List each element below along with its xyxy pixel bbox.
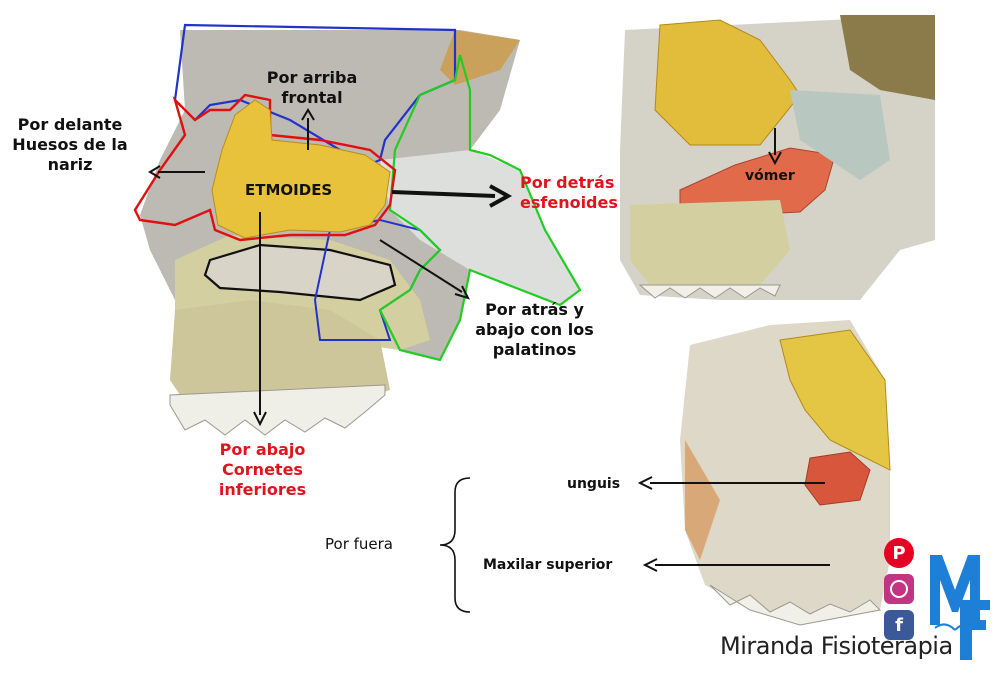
arrow-atras-abajo-head [454, 285, 470, 300]
label-unguis: unguis [567, 476, 621, 492]
etmoides-bone [211, 99, 391, 239]
arrow-vomer-head [768, 151, 782, 166]
pinterest-icon[interactable]: P [884, 538, 914, 568]
arrow-arriba-head [301, 108, 315, 121]
orbit-view-teeth [709, 584, 882, 626]
label-delante: Por delante Huesos de la nariz [0, 115, 140, 175]
label-atras-abajo-line1: Por atrás y [485, 300, 584, 319]
label-fuera: Por fuera [325, 535, 393, 553]
teeth [169, 384, 386, 436]
vomer-view-maxilla [630, 200, 790, 285]
label-abajo-line2: Cornetes [222, 460, 303, 479]
arrow-delante-head [148, 165, 161, 179]
label-delante-line3: nariz [47, 155, 93, 174]
arrows-main [148, 108, 513, 427]
facebook-icon[interactable]: f [884, 610, 914, 640]
caduceus-wings [934, 623, 976, 631]
orbit-view-etmoides [779, 329, 891, 471]
curly-brace [439, 477, 471, 613]
label-vomer: vómer [745, 168, 795, 184]
label-etmoides: ETMOIDES [245, 181, 333, 199]
mf-logo [930, 555, 990, 660]
vomer-view-teeth [638, 284, 781, 299]
label-maxilar: Maxilar superior [483, 557, 613, 573]
label-detras: Por detrás esfenoides [520, 173, 618, 213]
label-arriba-line2: frontal [281, 88, 343, 107]
occipital-bone [840, 15, 935, 100]
red-outline [133, 93, 397, 242]
label-delante-line1: Por delante [17, 115, 123, 134]
instagram-icon[interactable] [884, 574, 914, 604]
sphenoid-small [790, 90, 890, 180]
vomer-view [620, 15, 935, 300]
label-delante-line2: Huesos de la [12, 135, 128, 154]
instagram-lens [890, 580, 908, 598]
label-abajo-line3: inferiores [218, 480, 307, 499]
label-detras-line1: Por detrás [520, 173, 615, 192]
cornete-outline [203, 243, 397, 302]
logo-m [930, 555, 980, 625]
label-arriba-line1: Por arriba [266, 68, 358, 87]
logo-f [960, 600, 990, 660]
label-atras-abajo-line2: abajo con los [475, 320, 594, 339]
parietal-bone [440, 30, 520, 85]
arrow-detras-head [489, 184, 513, 208]
brand-name: Miranda Fisioterapia [720, 632, 953, 660]
label-atras-abajo: Por atrás y abajo con los palatinos [462, 300, 607, 360]
arrow-unguis-head [637, 476, 653, 490]
label-detras-line2: esfenoides [520, 193, 618, 212]
arrow-detras [391, 190, 496, 198]
alveolar-process [170, 300, 390, 410]
label-atras-abajo-line3: palatinos [492, 340, 577, 359]
orbit-view [637, 320, 891, 626]
label-arriba: Por arriba frontal [262, 68, 362, 108]
zygomatic-bone [685, 440, 720, 560]
arrow-maxilar-head [642, 558, 658, 572]
sphenoid-bone [380, 150, 580, 305]
label-abajo: Por abajo Cornetes inferiores [205, 440, 320, 500]
unguis-bone [804, 451, 871, 506]
sphenoid-outline [378, 54, 582, 362]
main-skull-view [133, 23, 582, 436]
arrow-atras-abajo [379, 239, 463, 293]
arrow-abajo-head [253, 411, 267, 427]
label-abajo-line1: Por abajo [219, 440, 306, 459]
